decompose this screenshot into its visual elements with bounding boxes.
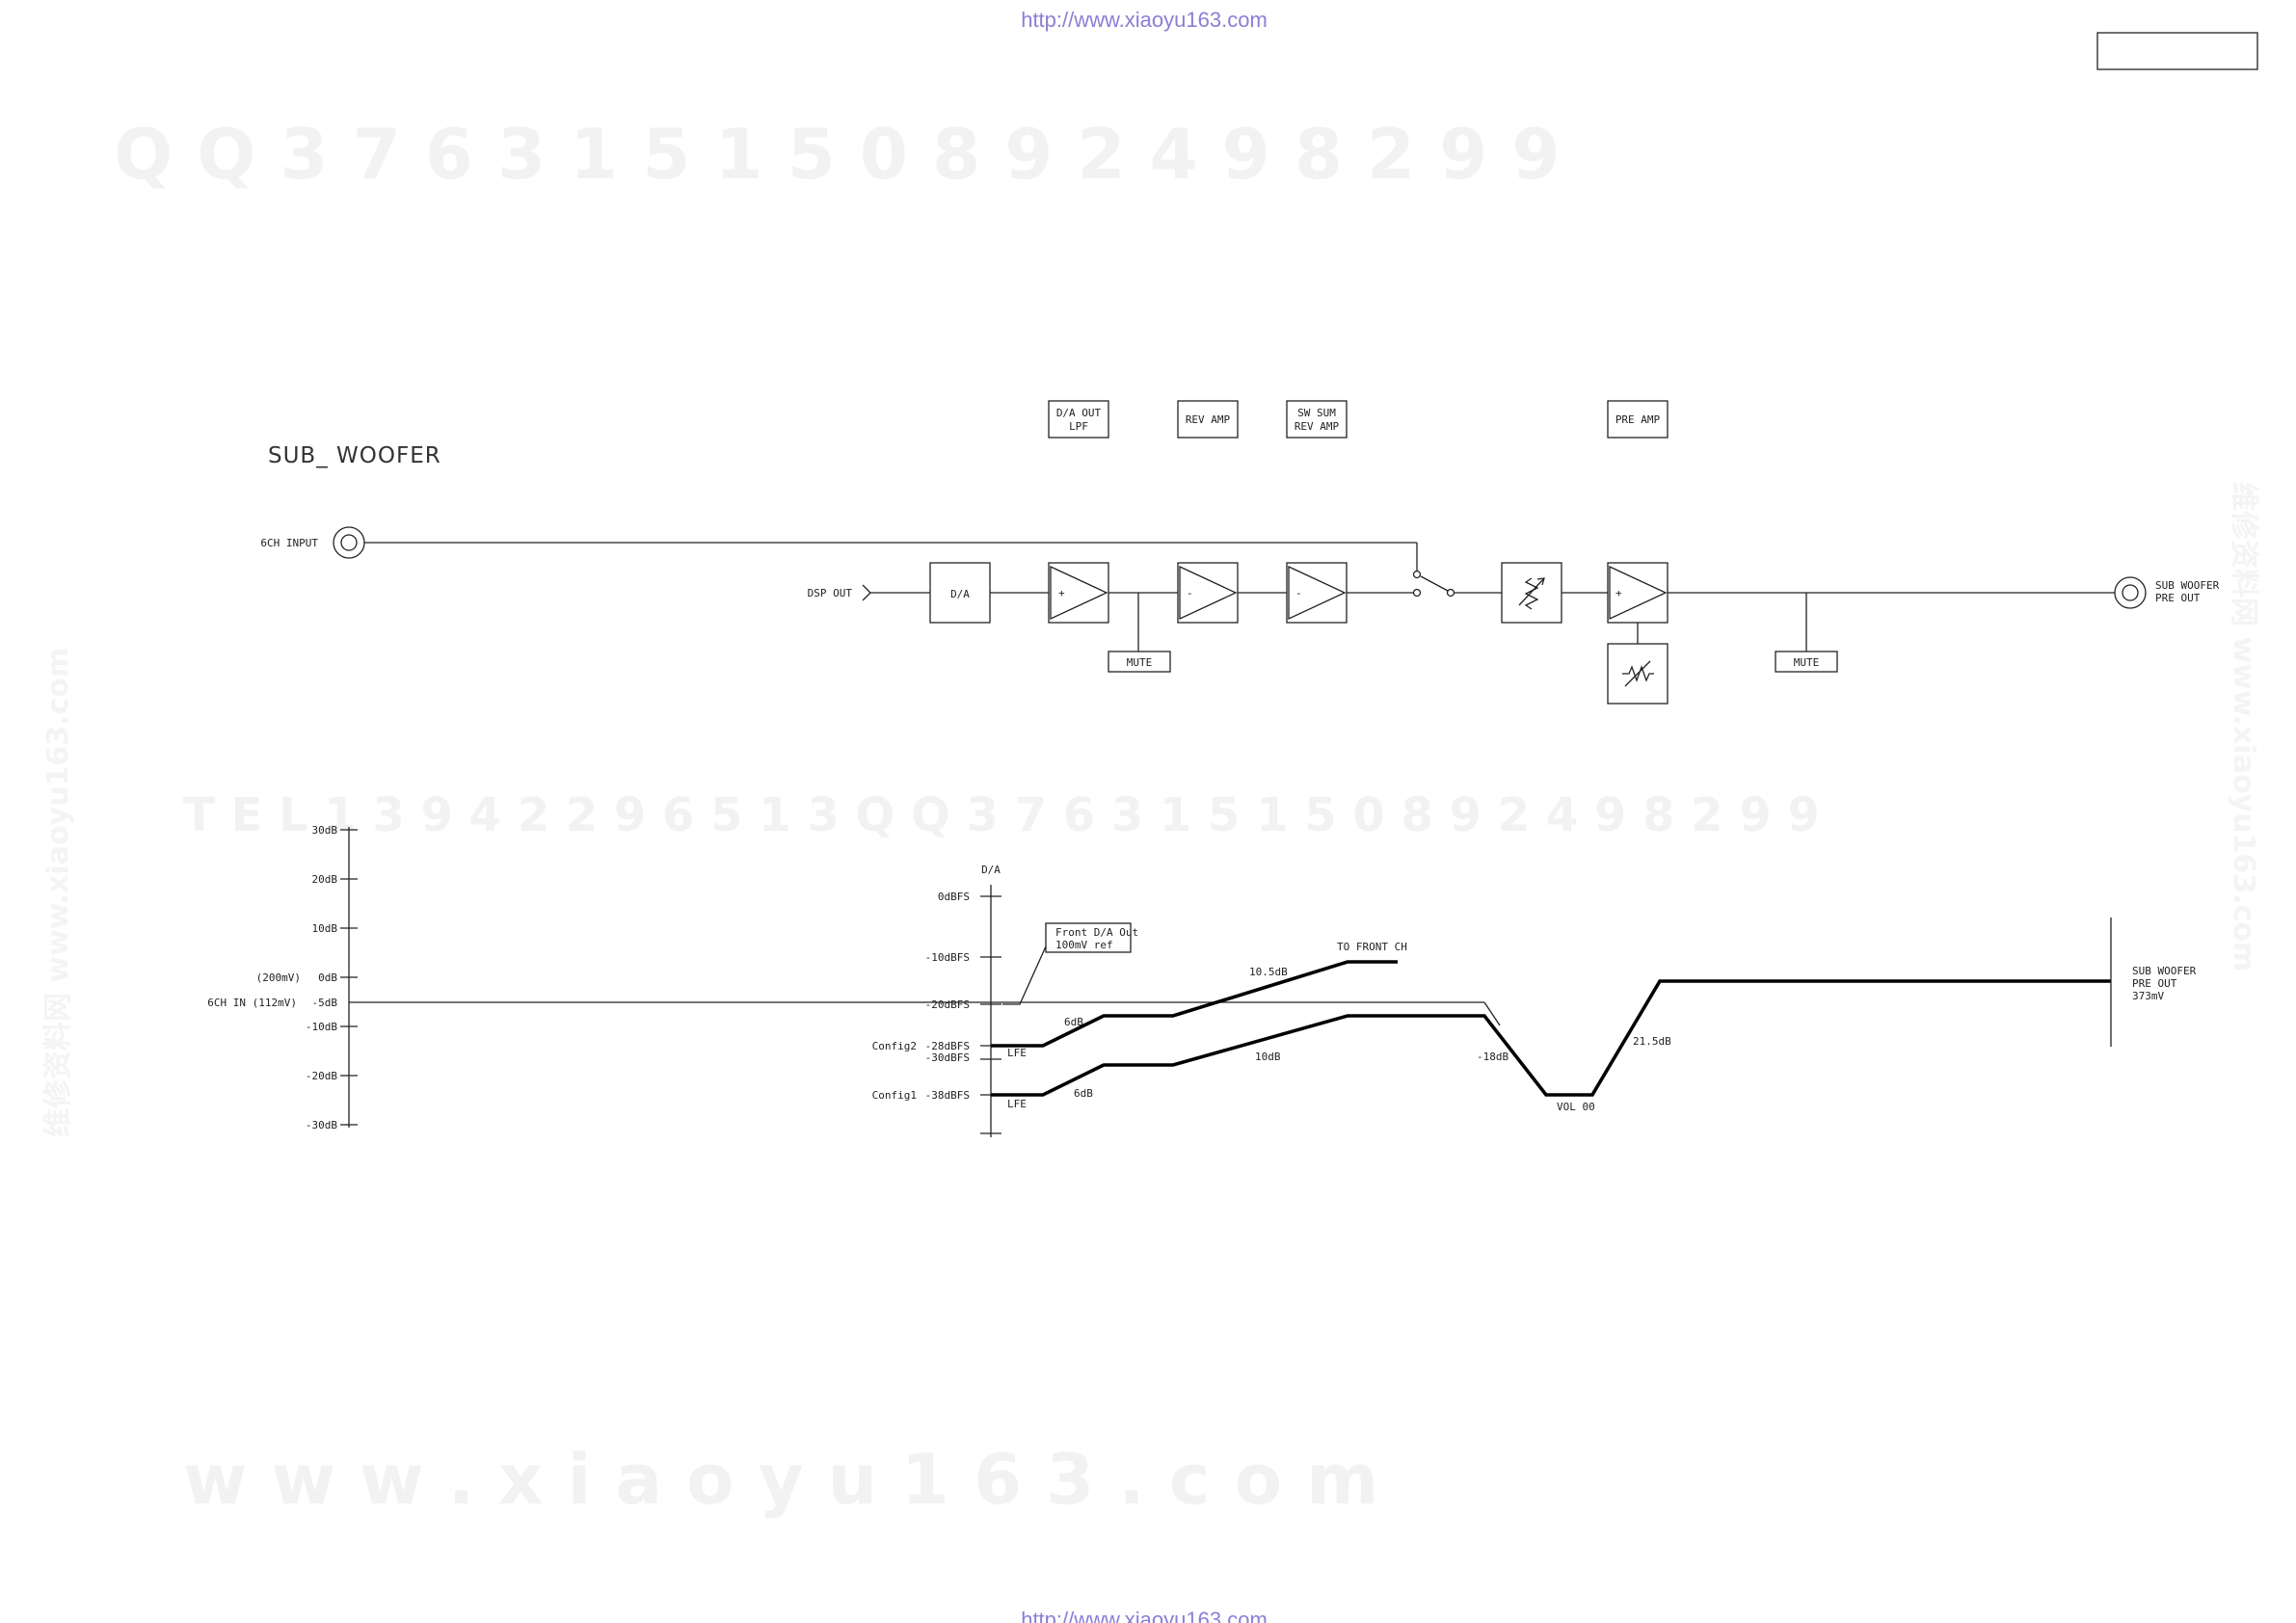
left-tick-30db: 30dB [312, 824, 338, 837]
left-tick-0db: 0dB [318, 971, 337, 984]
out-label-1: SUB WOOFER [2132, 965, 2197, 977]
front-ref-leader [1002, 945, 1047, 1005]
watermark-www-line: w w w . x i a o y u 1 6 3 . c o m [183, 1439, 1378, 1520]
da-tick-minus28dbfs: -28dBFS [925, 1040, 970, 1052]
diagram-title: SUB_ WOOFER [268, 443, 441, 468]
da-block-label: D/A [950, 588, 970, 600]
da-out-tag-line1: D/A OUT [1056, 407, 1102, 419]
left-tick-minus30db: -30dB [306, 1119, 337, 1131]
switch-common-icon [1446, 588, 1455, 598]
lfe-label-config2: LFE [1007, 1047, 1027, 1059]
gain-21-5db: 21.5dB [1633, 1035, 1671, 1048]
da-converter-block [929, 562, 991, 624]
watermark-url-bottom[interactable]: http://www.xiaoyu163.com [1021, 1608, 1268, 1623]
amp-triangle-icon [1050, 565, 1108, 621]
dsp-out-label: DSP OUT [808, 587, 853, 599]
da-tick-minus10dbfs: -10dBFS [925, 951, 970, 964]
rev-amp-tag-label: REV AMP [1186, 413, 1231, 426]
rev-amp-block [1177, 562, 1239, 624]
switch-arm-icon [1420, 575, 1449, 592]
att-minus18db: -18dB [1477, 1051, 1508, 1063]
mute-label-2: MUTE [1794, 656, 1820, 669]
amp-triangle-icon [1288, 565, 1347, 621]
watermark-qq-line: Q Q 3 7 6 3 1 5 1 5 0 8 9 2 4 9 8 2 9 9 [114, 114, 1560, 195]
gain-6db-upper: 6dB [1064, 1016, 1083, 1028]
sw-sum-tag-line2: REV AMP [1295, 420, 1340, 433]
pre-amp-block [1607, 562, 1669, 624]
config2-label: Config2 [872, 1040, 917, 1052]
da-tick-minus20dbfs: -20dBFS [925, 998, 970, 1011]
watermark-side-right: 维修资料网 www.xiaoyu163.com [2227, 482, 2260, 971]
output-jack-icon [2114, 576, 2147, 609]
rev-amp-tag [1177, 400, 1239, 439]
note-6ch-in: 6CH IN (112mV) [207, 997, 297, 1009]
out-label-3: 373mV [2132, 990, 2164, 1002]
watermark-side-left: 维修资料网 www.xiaoyu163.com [41, 648, 75, 1137]
mute-block-2 [1775, 651, 1838, 673]
da-tick-minus38dbfs: -38dBFS [925, 1089, 970, 1102]
level-trace-config2 [991, 960, 1398, 1048]
gain-10-5db: 10.5dB [1249, 966, 1288, 978]
left-tick-minus10db: -10dB [306, 1021, 337, 1033]
input-jack-icon [333, 526, 365, 559]
variable-volume-block [1501, 562, 1562, 624]
pre-amp-tag [1607, 400, 1669, 439]
variable-resistor-icon [1518, 577, 1545, 610]
note-200mv: (200mV) [256, 971, 301, 984]
sw-sum-rev-amp-block [1286, 562, 1348, 624]
pre-amp-tag-label: PRE AMP [1615, 413, 1661, 426]
left-tick-20db: 20dB [312, 873, 338, 886]
page-number-box [2096, 32, 2258, 70]
gain-10db: 10dB [1255, 1051, 1281, 1063]
config1-label: Config1 [872, 1089, 917, 1102]
out-label-2: PRE OUT [2132, 977, 2177, 990]
da-tick-0dbfs: 0dBFS [938, 891, 970, 903]
watermark-url-top[interactable]: http://www.xiaoyu163.com [1021, 8, 1268, 32]
left-tick-minus20db: -20dB [306, 1070, 337, 1082]
amp-triangle-icon [1609, 565, 1668, 621]
amp-triangle-icon [1179, 565, 1238, 621]
da-out-lpf-tag [1048, 400, 1109, 439]
left-tick-10db: 10dB [312, 922, 338, 935]
dsp-out-arrow-icon [862, 584, 871, 601]
mute-label-1: MUTE [1127, 656, 1153, 669]
block-diagram: 6CH INPUT DSP OUT D/A + MUTE - - [260, 400, 2220, 705]
level-trace-config1 [991, 979, 2111, 1097]
vol-00-label: VOL 00 [1557, 1101, 1595, 1113]
sub-out-label-2: PRE OUT [2155, 592, 2201, 604]
to-front-ch-label: TO FRONT CH [1337, 941, 1407, 953]
amp1-plus-label: + [1058, 587, 1065, 599]
da-tick-minus30dbfs: -30dBFS [925, 1051, 970, 1064]
da-out-tag-line2: LPF [1069, 420, 1088, 433]
switch-contact-icon [1412, 570, 1422, 579]
lfe-label-config1: LFE [1007, 1098, 1027, 1110]
switch-contact-icon [1412, 588, 1422, 598]
mute-block-1 [1108, 651, 1171, 673]
gain-6db-lower: 6dB [1074, 1087, 1093, 1100]
pre-amp-plus-label: + [1615, 587, 1622, 599]
da-axis-title: D/A [981, 864, 1001, 876]
amp2-minus-label: - [1187, 587, 1193, 599]
amp3-minus-label: - [1295, 587, 1302, 599]
sw-sum-rev-amp-tag [1286, 400, 1348, 439]
left-tick-minus5db: -5dB [312, 997, 338, 1009]
front-da-ref-box [1045, 922, 1132, 953]
watermark-tel-line: T E L 1 3 9 4 2 2 9 6 5 1 3 Q Q 3 7 6 3 … [183, 788, 1820, 842]
sw-sum-tag-line1: SW SUM [1297, 407, 1336, 419]
variable-resistor-icon [1622, 660, 1654, 687]
sub-out-label-1: SUB WOOFER [2155, 579, 2220, 592]
front-ref-line2: 100mV ref [1055, 939, 1113, 951]
da-out-lpf-amp-block [1048, 562, 1109, 624]
input-6ch-label: 6CH INPUT [260, 537, 318, 549]
level-diagram: 30dB 20dB 10dB 0dB -5dB -10dB -20dB -30d… [207, 824, 2197, 1137]
front-ref-line1: Front D/A Out [1055, 926, 1138, 939]
